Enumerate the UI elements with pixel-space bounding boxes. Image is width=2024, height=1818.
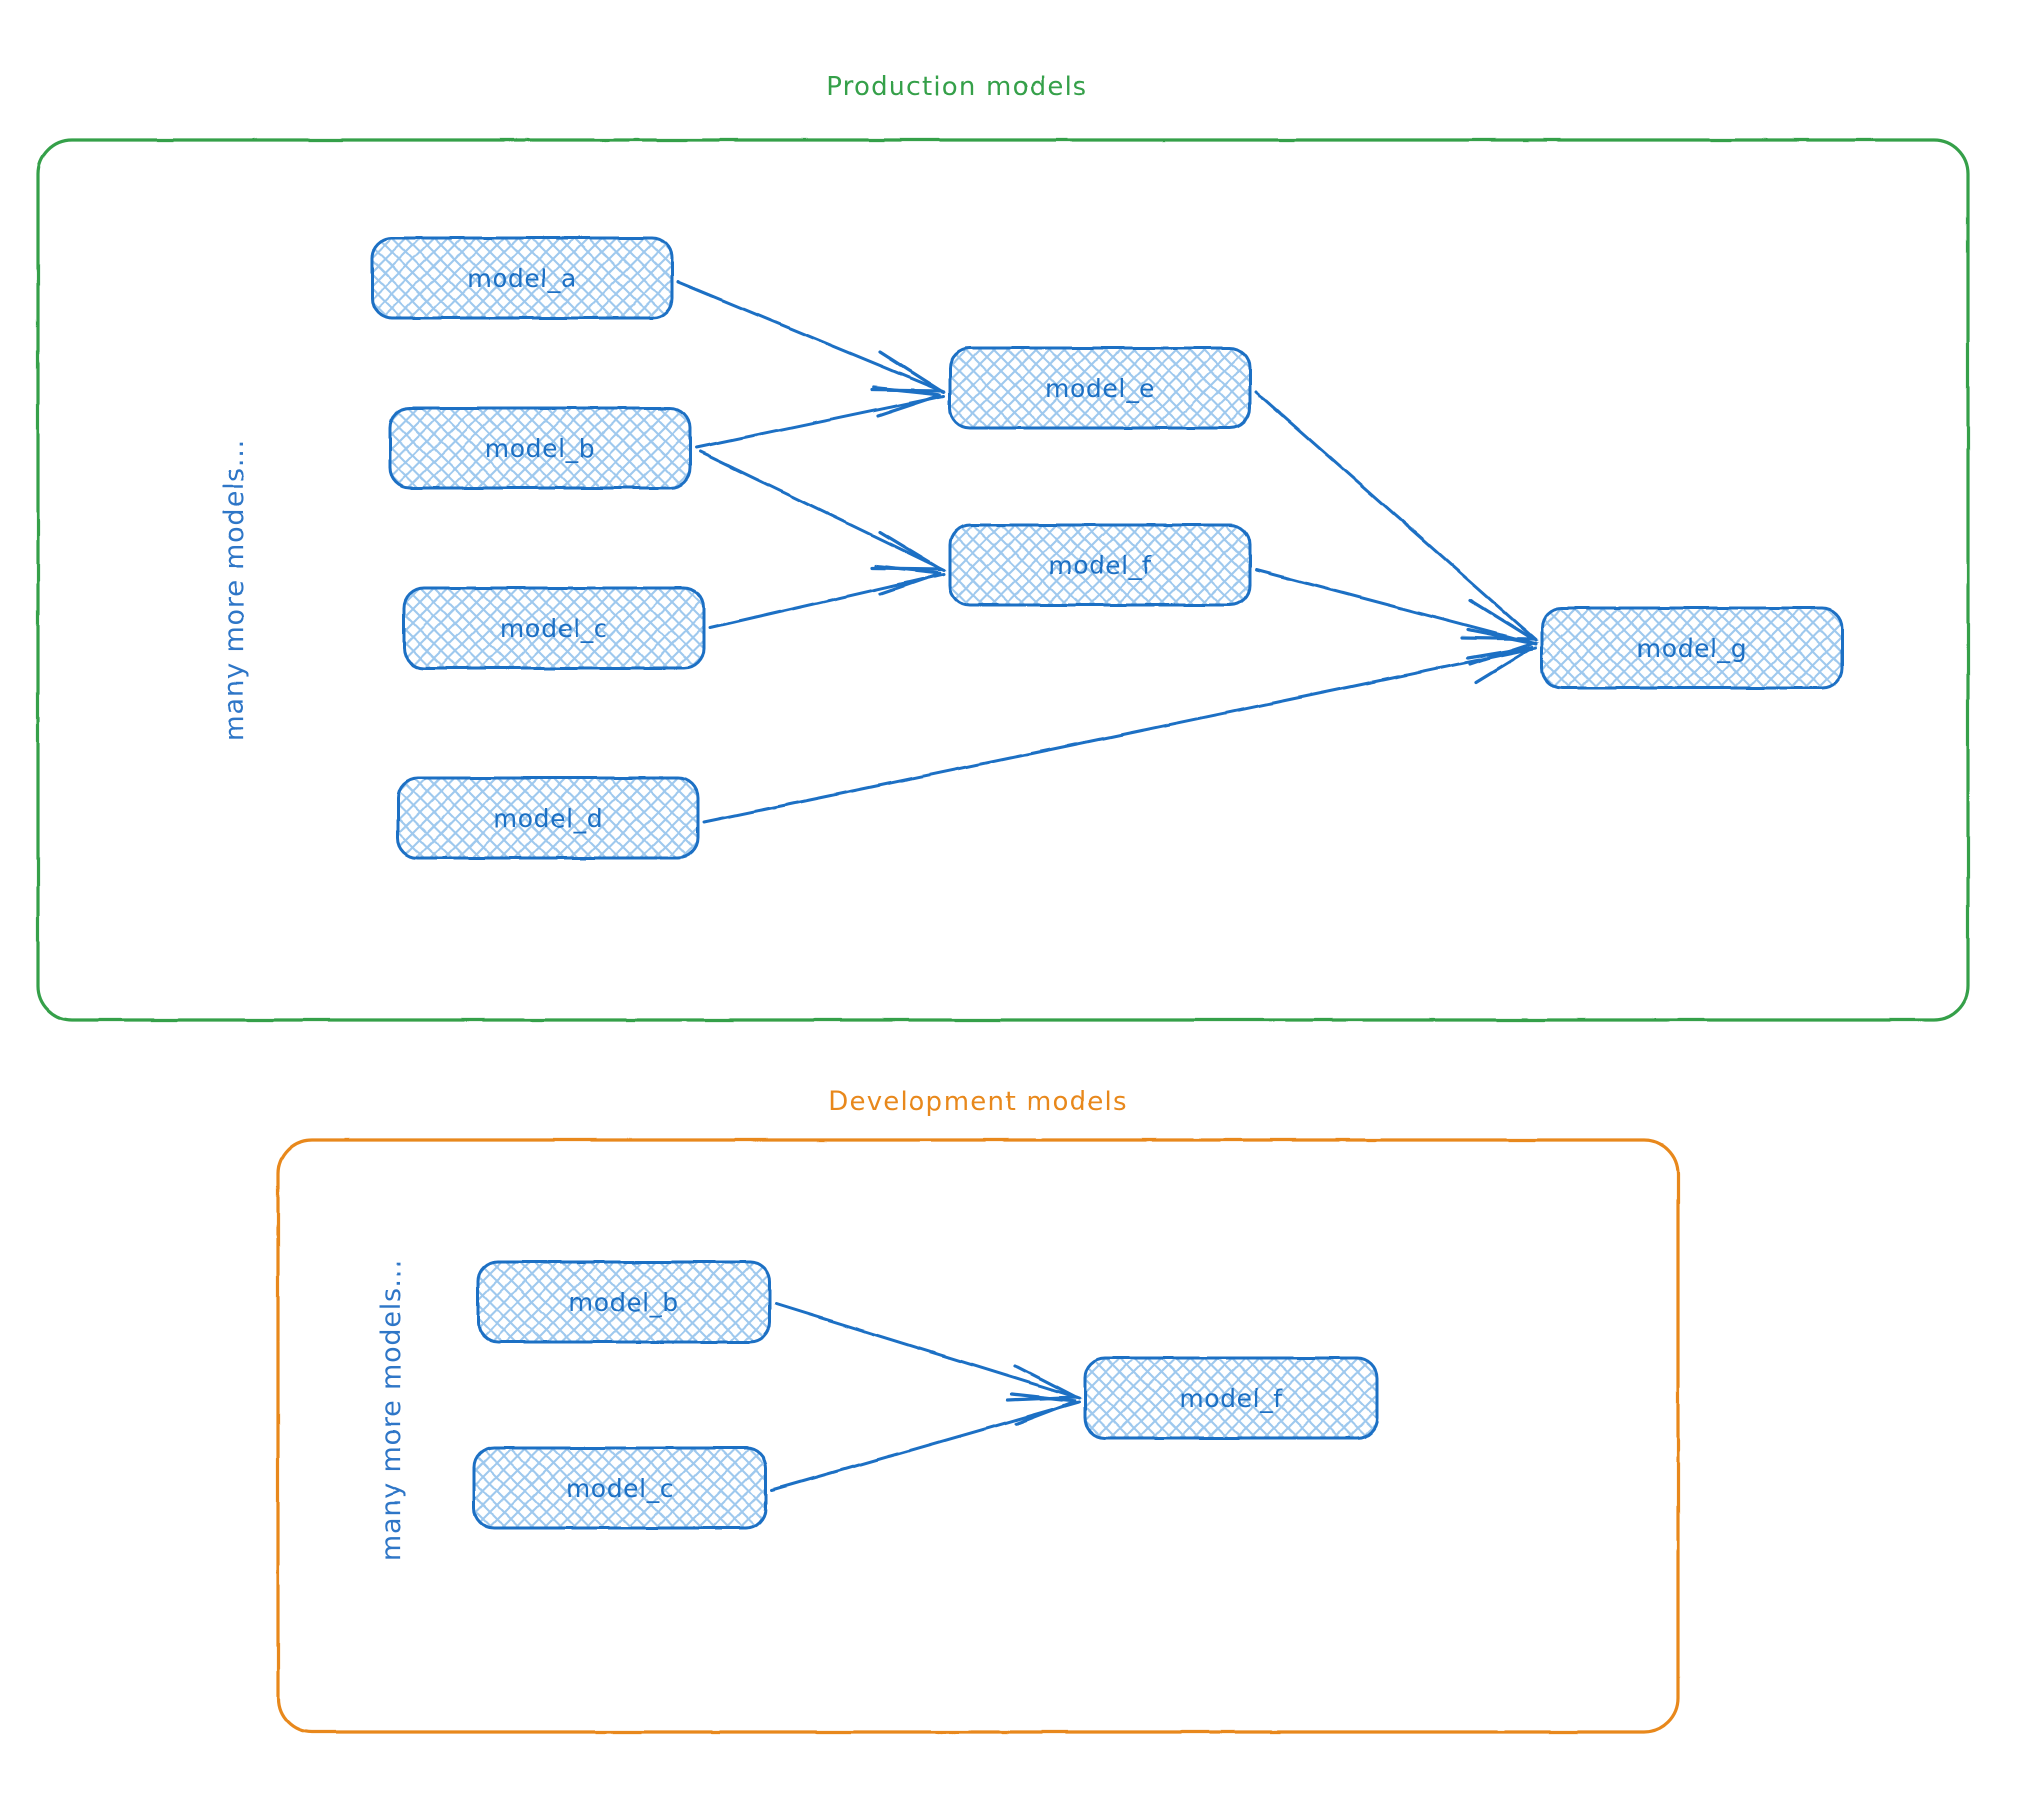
production-group-title: Production models xyxy=(826,72,1088,102)
node-prod-model-c[interactable]: model_c xyxy=(402,586,706,670)
node-dev-model-b-box[interactable] xyxy=(476,1260,772,1344)
node-prod-model-b[interactable]: model_b xyxy=(388,406,692,490)
node-dev-model-b[interactable]: model_b xyxy=(476,1260,772,1344)
nodes-layer: model_a model_b model_c model_d model_e … xyxy=(370,236,1844,1530)
node-dev-model-b-label: model_b xyxy=(569,1288,679,1317)
edge-model-f-to-model-g xyxy=(1254,568,1540,666)
edge-model-e-to-model-g xyxy=(1254,390,1539,642)
production-group-frame xyxy=(36,138,1970,1022)
node-prod-model-e-label: model_e xyxy=(1045,374,1155,403)
node-dev-model-f[interactable]: model_f xyxy=(1083,1356,1379,1440)
edge-model-c-to-model-f xyxy=(708,564,946,630)
node-dev-model-c-label: model_c xyxy=(566,1474,674,1503)
edge-model-d-to-model-g xyxy=(702,645,1538,824)
node-prod-model-e-box[interactable] xyxy=(948,346,1252,430)
production-many-more-models-label: many more models... xyxy=(219,439,250,741)
edge-model-b-to-model-f xyxy=(698,450,947,572)
node-prod-model-a-box[interactable] xyxy=(370,236,674,320)
development-group-frame xyxy=(276,1138,1680,1734)
node-prod-model-d-label: model_d xyxy=(493,804,603,833)
edge-dev-model-b-to-dev-model-f xyxy=(774,1302,1083,1402)
node-prod-model-g[interactable]: model_g xyxy=(1540,606,1844,690)
node-prod-model-d[interactable]: model_d xyxy=(396,776,700,860)
node-prod-model-e[interactable]: model_e xyxy=(948,346,1252,430)
edge-model-a-to-model-e xyxy=(676,280,947,394)
group-production: Production models many more models... xyxy=(36,72,1970,1022)
node-prod-model-b-label: model_b xyxy=(485,434,595,463)
node-prod-model-c-box[interactable] xyxy=(402,586,706,670)
edge-dev-model-c-to-dev-model-f xyxy=(770,1392,1081,1492)
node-dev-model-f-label: model_f xyxy=(1179,1384,1283,1413)
node-prod-model-g-box[interactable] xyxy=(1540,606,1844,690)
node-prod-model-f-box[interactable] xyxy=(948,523,1252,607)
node-dev-model-f-box[interactable] xyxy=(1083,1356,1379,1440)
node-prod-model-b-box[interactable] xyxy=(388,406,692,490)
edge-model-b-to-model-e xyxy=(694,386,946,450)
group-development: Development models many more models... xyxy=(276,1087,1680,1734)
node-prod-model-a-label: model_a xyxy=(467,264,577,293)
node-dev-model-c-box[interactable] xyxy=(472,1446,768,1530)
node-prod-model-g-label: model_g xyxy=(1637,634,1747,663)
node-prod-model-f-label: model_f xyxy=(1048,551,1152,580)
node-dev-model-c[interactable]: model_c xyxy=(472,1446,768,1530)
node-prod-model-d-box[interactable] xyxy=(396,776,700,860)
node-prod-model-a[interactable]: model_a xyxy=(370,236,674,320)
node-prod-model-f[interactable]: model_f xyxy=(948,523,1252,607)
node-prod-model-c-label: model_c xyxy=(500,614,608,643)
development-many-more-models-label: many more models... xyxy=(376,1259,407,1561)
development-group-title: Development models xyxy=(828,1087,1127,1117)
edges-layer xyxy=(676,280,1540,1492)
